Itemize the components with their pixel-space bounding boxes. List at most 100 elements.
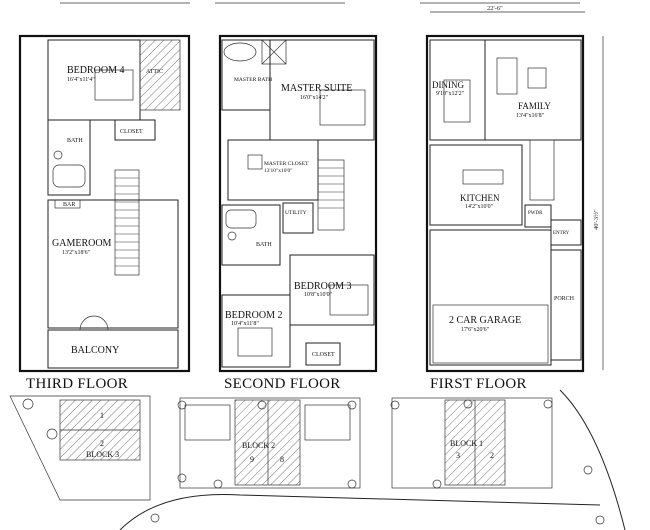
kitchen-room xyxy=(429,144,523,226)
third-floor-title: THIRD FLOOR xyxy=(26,376,128,392)
tub-icon xyxy=(223,42,257,62)
bedroom-2-room xyxy=(221,294,291,368)
attic-label: ATTIC xyxy=(146,69,163,75)
second-floor-outline xyxy=(218,34,378,373)
block-1-label: BLOCK 1 xyxy=(450,439,483,448)
kitchen-label: KITCHEN xyxy=(460,193,500,203)
bed-icon xyxy=(237,327,273,357)
attic-area xyxy=(139,39,181,111)
bath-label: BATH xyxy=(256,242,272,248)
family-label: FAMILY xyxy=(518,101,551,111)
master-closet-label: MASTER CLOSET xyxy=(264,161,309,167)
first-floor-plan: 22'-6" 40'-3½" DINING 9'10"x12'2" FAMILY… xyxy=(425,5,604,392)
master-bath-room xyxy=(221,39,271,111)
gameroom-dims: 13'2"x18'6" xyxy=(62,250,91,256)
bed-icon xyxy=(329,284,369,316)
road-curve xyxy=(119,493,601,530)
third-floor-plan: BEDROOM 4 16'4"x11'4" ATTIC BATH CLOSET … xyxy=(18,34,191,392)
master-suite-room xyxy=(269,39,375,141)
block-3-lot-2: 2 xyxy=(100,439,104,448)
dining-room xyxy=(429,39,486,141)
second-floor-title: SECOND FLOOR xyxy=(224,376,341,392)
master-closet-dims: 13'10"x10'0" xyxy=(264,168,292,174)
block-3-lot-1: 1 xyxy=(100,411,104,420)
road-curve xyxy=(559,389,626,530)
block-1-boundary xyxy=(391,397,553,489)
closet-room xyxy=(114,119,156,141)
block-2-label: BLOCK 2 xyxy=(242,441,275,450)
closet-label: CLOSET xyxy=(312,352,335,358)
gameroom-label: GAMEROOM xyxy=(52,238,112,249)
bedroom-4-label: BEDROOM 4 xyxy=(67,65,125,76)
garage-label: 2 CAR GARAGE xyxy=(449,315,521,326)
stairs-icon xyxy=(317,159,345,231)
bedroom-3-label: BEDROOM 3 xyxy=(294,281,352,292)
bathtub-icon xyxy=(225,209,257,229)
kitchen-island-icon xyxy=(462,169,504,185)
block-2-lot-8: 8 xyxy=(280,455,284,464)
bath-room xyxy=(47,119,91,196)
toilet-icon xyxy=(227,231,237,241)
first-floor-title: FIRST FLOOR xyxy=(430,376,527,392)
porch-area xyxy=(550,249,582,361)
sofa-icon xyxy=(496,57,518,95)
block-3-boundary xyxy=(9,395,151,501)
block-3-label: BLOCK 3 xyxy=(86,450,119,459)
kitchen-dims: 14'2"x10'0" xyxy=(465,204,494,210)
master-suite-dims: 16'0"x14'2" xyxy=(300,95,329,101)
balcony-label: BALCONY xyxy=(71,345,119,356)
master-suite-label: MASTER SUITE xyxy=(281,83,352,94)
gameroom-room xyxy=(47,199,179,329)
stair-treads xyxy=(318,167,344,209)
bed-icon xyxy=(319,89,366,126)
first-floor-outline xyxy=(425,34,585,373)
bed-icon xyxy=(94,69,134,101)
overall-width: 22'-6" xyxy=(487,5,503,12)
tree-icons xyxy=(22,398,605,525)
garage-door xyxy=(432,304,549,364)
bar-label: BAR xyxy=(63,202,75,208)
block-1-lot-2: 2 xyxy=(490,451,494,460)
island-icon xyxy=(247,154,263,170)
dining-dims: 9'10"x12'2" xyxy=(436,91,465,97)
closet-label: CLOSET xyxy=(120,129,143,135)
closet-room xyxy=(305,342,341,366)
bedroom-4-dims: 16'4"x11'4" xyxy=(67,77,95,83)
block-1-lot-3: 3 xyxy=(456,451,460,460)
block-2-lots xyxy=(234,399,301,486)
overall-depth: 40'-3½" xyxy=(593,209,600,230)
stairs-icon xyxy=(529,139,555,201)
toilet-icon xyxy=(53,150,63,160)
garage-room xyxy=(429,229,552,366)
door-swing xyxy=(93,315,109,331)
dining-label: DINING xyxy=(432,80,464,90)
bedroom-2-label: BEDROOM 2 xyxy=(225,310,283,321)
garage-dims: 17'6"x20'6" xyxy=(461,327,490,333)
table-icon xyxy=(527,67,547,89)
bedroom-3-room xyxy=(289,254,375,326)
bath-label: BATH xyxy=(67,138,83,144)
stair-treads xyxy=(115,177,139,267)
third-floor-outline xyxy=(18,34,191,373)
bathtub-icon xyxy=(52,164,86,188)
powder-room xyxy=(524,204,552,228)
block-2-lot-9: 9 xyxy=(250,455,254,464)
bedroom-3-dims: 10'8"x10'0" xyxy=(304,292,333,298)
dining-table-icon xyxy=(443,79,471,123)
family-dims: 13'4"x16'8" xyxy=(516,113,545,119)
bath-room xyxy=(221,204,281,266)
utility-room xyxy=(282,202,314,234)
door-swing xyxy=(79,315,95,331)
pwdr-label: PWDR xyxy=(528,211,543,216)
site-plan: 1 2 BLOCK 3 BLOCK 2 9 8 BLOCK 1 3 2 xyxy=(9,389,626,530)
second-floor-plan: MASTER BATH MASTER SUITE 16'0"x14'2" MAS… xyxy=(218,34,378,392)
balcony-room xyxy=(47,329,179,369)
utility-label: UTILITY xyxy=(285,210,307,216)
bedroom-2-dims: 10'4"x11'8" xyxy=(231,321,259,327)
porch-label: PORCH xyxy=(554,296,575,302)
entry-label: ENTRY xyxy=(553,231,570,236)
master-bath-label: MASTER BATH xyxy=(234,77,272,83)
block-2-boundary xyxy=(179,397,361,489)
stairs-icon xyxy=(114,169,140,276)
